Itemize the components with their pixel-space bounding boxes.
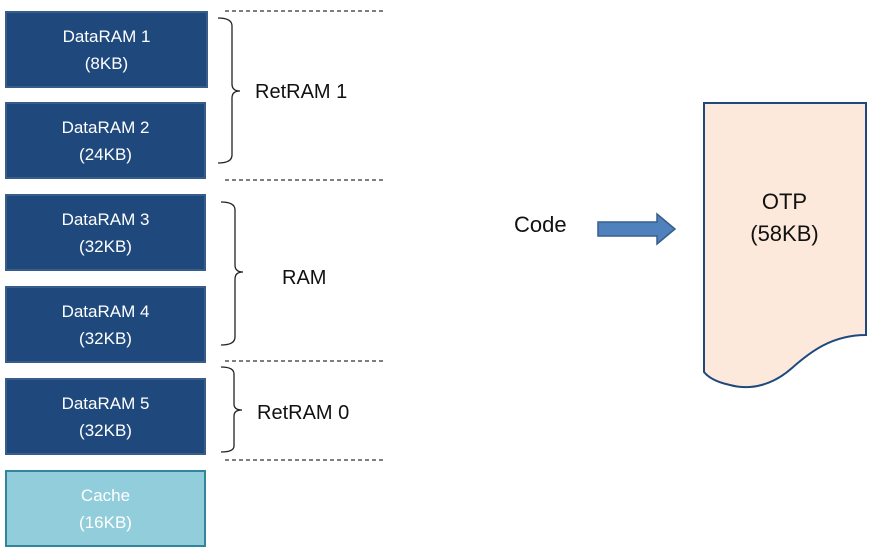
dataram-5-name: DataRAM 5 — [61, 393, 150, 413]
dataram-2-name: DataRAM 2 — [61, 117, 150, 137]
dataram-4-size: (32KB) — [79, 328, 132, 348]
brace-ram — [220, 201, 244, 346]
dataram-2-size: (24KB) — [79, 144, 132, 164]
dataram-1-name: DataRAM 1 — [62, 26, 151, 46]
code-label: Code — [514, 212, 567, 237]
group-label-ram: RAM — [282, 267, 327, 289]
cache-block: Cache (16KB) — [5, 470, 206, 547]
cache-size: (16KB) — [79, 512, 132, 532]
code-arrow — [597, 212, 677, 246]
brace-retram0 — [220, 366, 243, 453]
dataram-1-block: DataRAM 1 (8KB) — [5, 11, 208, 88]
dataram-4-block: DataRAM 4 (32KB) — [5, 286, 206, 363]
dataram-3-block: DataRAM 3 (32KB) — [5, 194, 206, 271]
dataram-4-name: DataRAM 4 — [61, 301, 150, 321]
otp-name: OTP — [761, 189, 808, 214]
otp-size: (58KB) — [750, 221, 819, 246]
group-label-retram0: RetRAM 0 — [257, 402, 350, 424]
dataram-3-size: (32KB) — [79, 236, 132, 256]
dataram-1-size: (8KB) — [84, 53, 129, 73]
brace-retram1 — [217, 17, 241, 164]
otp-document-shape — [703, 102, 867, 389]
dataram-5-size: (32KB) — [79, 420, 132, 440]
otp-text: OTP (58KB) — [703, 186, 866, 250]
dataram-3-name: DataRAM 3 — [61, 209, 150, 229]
group-label-retram1: RetRAM 1 — [255, 81, 348, 103]
cache-name: Cache — [80, 485, 131, 505]
dataram-2-block: DataRAM 2 (24KB) — [5, 102, 206, 179]
dataram-5-block: DataRAM 5 (32KB) — [5, 378, 206, 455]
